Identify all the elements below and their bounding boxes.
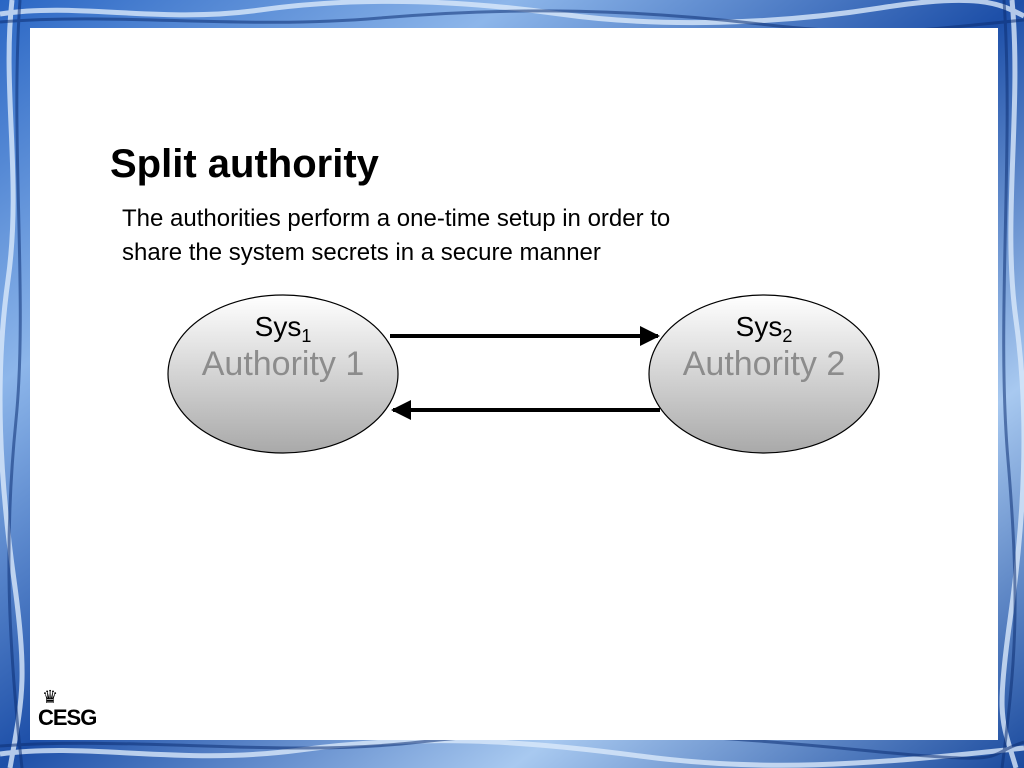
authority-1-node [167,294,399,454]
crown-icon: ♛ [42,687,59,707]
subtitle-line: The authorities perform a one-time setup… [122,205,671,232]
authority-1-label-group: Sys1 Authority 1 [163,310,403,384]
slide-subtitle: The authorities perform a one-time setup… [122,202,822,270]
authority-2-node [648,294,880,454]
cesg-logo: ♛ CESG [36,688,116,732]
slide-title: Split authority [110,142,379,186]
subtitle-line: share the system secrets in a secure man… [122,239,601,266]
sys-2-label: Sys2 [735,311,793,346]
cesg-logo-text: CESG [38,705,97,730]
sys-1-label: Sys1 [254,311,312,346]
authority-2-label: Authority 2 [682,345,846,383]
authority-1-label: Authority 1 [201,345,365,383]
authority-2-label-group: Sys2 Authority 2 [644,310,884,384]
